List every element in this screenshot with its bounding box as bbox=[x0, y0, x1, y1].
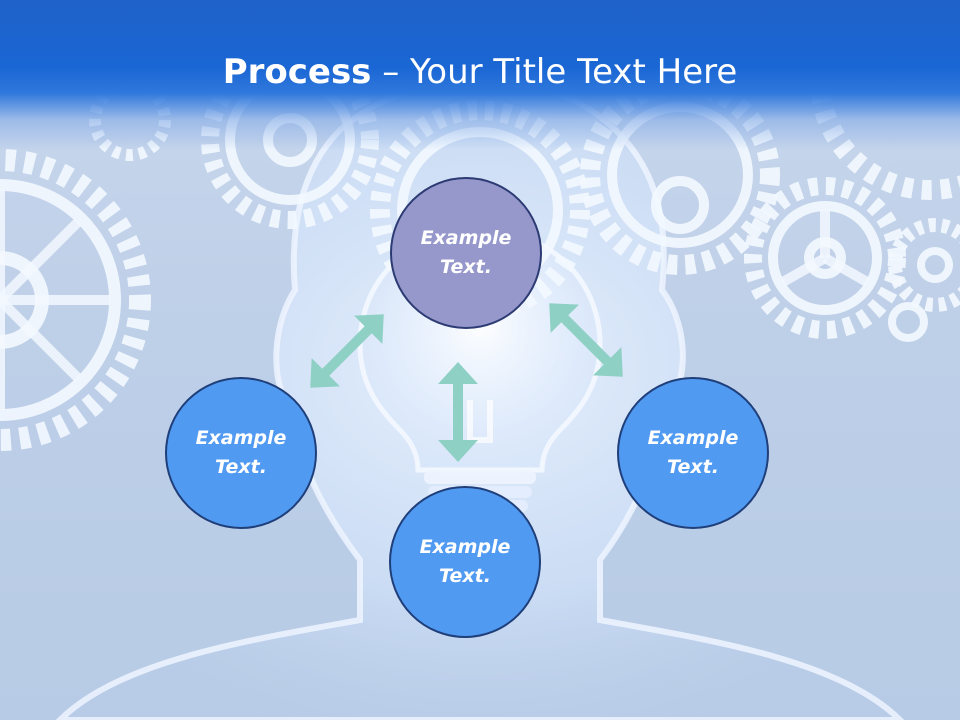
double-arrow-vertical bbox=[438, 362, 478, 462]
double-arrow-left bbox=[310, 314, 384, 388]
gear-icon bbox=[888, 218, 960, 312]
title-bar bbox=[0, 0, 960, 150]
double-arrow-right bbox=[549, 303, 623, 377]
title-bold: Process bbox=[222, 52, 372, 92]
node-bottom-label: Example Text. bbox=[419, 536, 511, 587]
node-bottom: Example Text. bbox=[389, 486, 541, 638]
page-title: Process – Your Title Text Here bbox=[0, 52, 960, 92]
node-left-label: Example Text. bbox=[195, 427, 287, 478]
node-top: Example Text. bbox=[390, 177, 542, 329]
gear-icon bbox=[0, 149, 151, 451]
title-rest: – Your Title Text Here bbox=[371, 52, 738, 92]
node-right-label: Example Text. bbox=[647, 427, 739, 478]
node-right: Example Text. bbox=[617, 377, 769, 529]
node-top-label: Example Text. bbox=[420, 227, 512, 278]
node-left: Example Text. bbox=[165, 377, 317, 529]
